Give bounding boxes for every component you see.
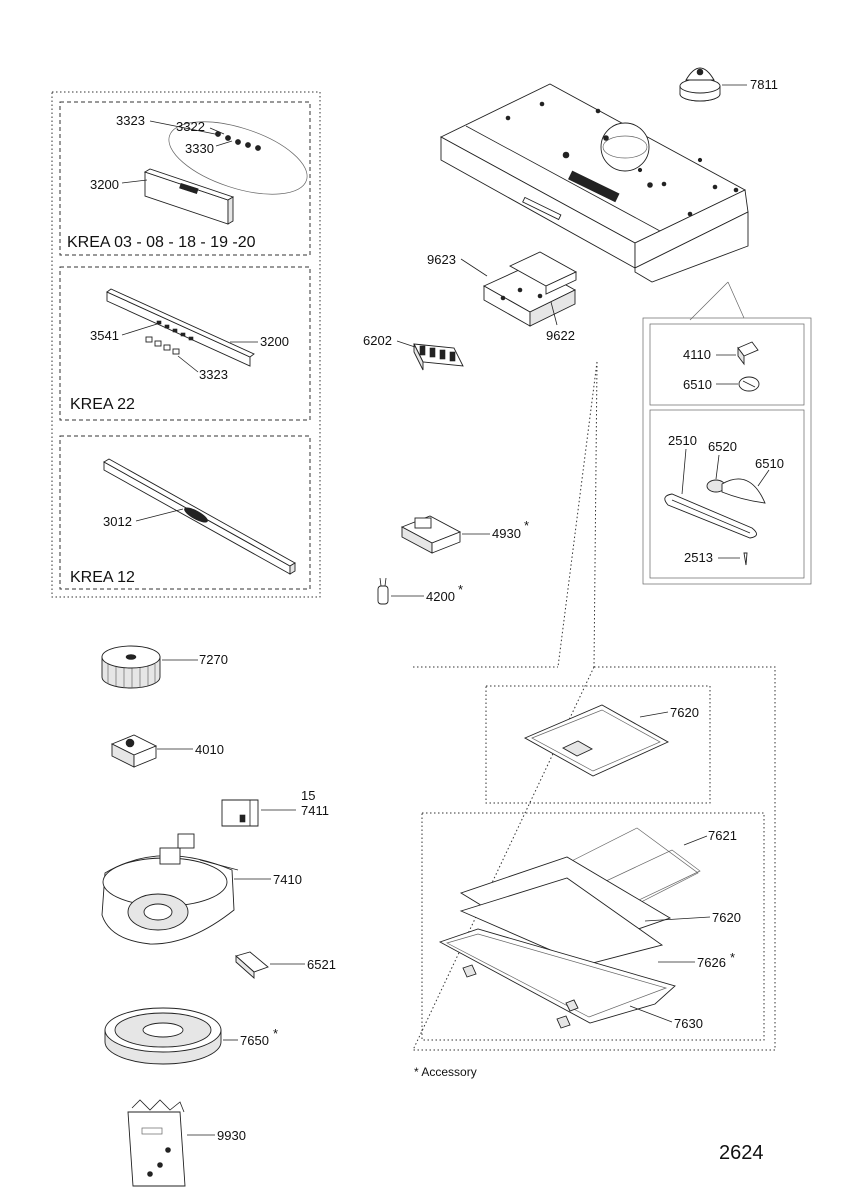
lamp-detail-top-box (649, 323, 805, 406)
label-7630: 7630 (674, 1016, 703, 1031)
label-7620-b: 7620 (712, 910, 741, 925)
control-panel-krea-03 (143, 121, 308, 225)
label-3330: 3330 (185, 141, 214, 156)
filter-mat-7626 (459, 877, 664, 966)
label-7411: 7411 (301, 803, 329, 818)
label-6521: 6521 (307, 957, 336, 972)
grease-filter-7620 (523, 704, 669, 777)
bracket-7411 (221, 799, 259, 827)
group-title-krea-22: KREA 22 (70, 396, 135, 413)
label-7626: 7626 (697, 955, 726, 970)
krea-22-box (59, 266, 311, 421)
label-3322: 3322 (176, 119, 205, 134)
label-2510: 2510 (668, 433, 697, 448)
label-6510-a: 6510 (683, 377, 712, 392)
label-9930: 9930 (217, 1128, 246, 1143)
capacitor-4200 (377, 577, 389, 605)
lamp-6510-small (738, 376, 760, 392)
filter-accessory-box (412, 666, 776, 1051)
label-3200-a: 3200 (90, 177, 119, 192)
group-title-krea-12: KREA 12 (70, 569, 135, 586)
label-7811: 7811 (750, 77, 778, 92)
lamp-cover-2510 (664, 493, 757, 539)
label-4930: 4930 (492, 526, 521, 541)
group-title-krea-03: KREA 03 - 08 - 18 - 19 -20 (67, 234, 256, 251)
accessory-footnote: * Accessory (414, 1065, 477, 1079)
label-4110: 4110 (683, 347, 711, 362)
label-3323-a: 3323 (116, 113, 145, 128)
control-panel-krea-22 (106, 288, 255, 367)
label-6202: 6202 (363, 333, 392, 348)
motor-4010 (110, 734, 158, 768)
motor-7811 (679, 67, 721, 102)
electronics-box-9623 (483, 251, 577, 327)
krea-variants-outer-box (51, 91, 321, 598)
label-6520: 6520 (708, 439, 737, 454)
bulb-6510 (721, 478, 766, 504)
label-3012: 3012 (103, 514, 132, 529)
asterisk-4930: * (524, 518, 529, 533)
label-7410: 7410 (273, 872, 302, 887)
label-3200-b: 3200 (260, 334, 289, 349)
label-9623: 9623 (427, 252, 456, 267)
label-3541: 3541 (90, 328, 119, 343)
grease-filter-box (485, 685, 711, 804)
label-4200: 4200 (426, 589, 455, 604)
asterisk-4200: * (458, 582, 463, 597)
screw-bag-9930 (127, 1099, 186, 1187)
label-3323-b: 3323 (199, 367, 228, 382)
krea-03-box (59, 101, 311, 256)
label-7650: 7650 (240, 1033, 269, 1048)
page-number: 2624 (719, 1142, 764, 1164)
asterisk-7650: * (273, 1026, 278, 1041)
switch-6521 (235, 951, 269, 980)
label-9622: 9622 (546, 328, 575, 343)
screw-2513 (743, 552, 748, 566)
lamp-detail-outer-box (642, 317, 812, 585)
filter-set-box (421, 812, 765, 1041)
label-2513: 2513 (684, 550, 713, 565)
lamp-detail-bottom-box (649, 409, 805, 579)
label-7270: 7270 (199, 652, 228, 667)
fan-wheel-7270 (101, 645, 161, 689)
control-panel-krea-12 (103, 458, 296, 575)
label-6510-b: 6510 (755, 456, 784, 471)
label-7620-a: 7620 (670, 705, 699, 720)
blower-housing-7410 (101, 833, 239, 945)
krea-12-box (59, 435, 311, 590)
lamp-holder-4110 (737, 341, 759, 366)
label-15: 15 (301, 788, 315, 803)
asterisk-7626: * (730, 950, 735, 965)
label-4010: 4010 (195, 742, 224, 757)
transformer-4930 (400, 515, 462, 554)
charcoal-filter-7650 (104, 1007, 222, 1065)
filter-frame-7630 (438, 928, 676, 1029)
hood-body (440, 83, 749, 283)
switch-block-6202 (413, 343, 464, 371)
label-7621: 7621 (708, 828, 737, 843)
